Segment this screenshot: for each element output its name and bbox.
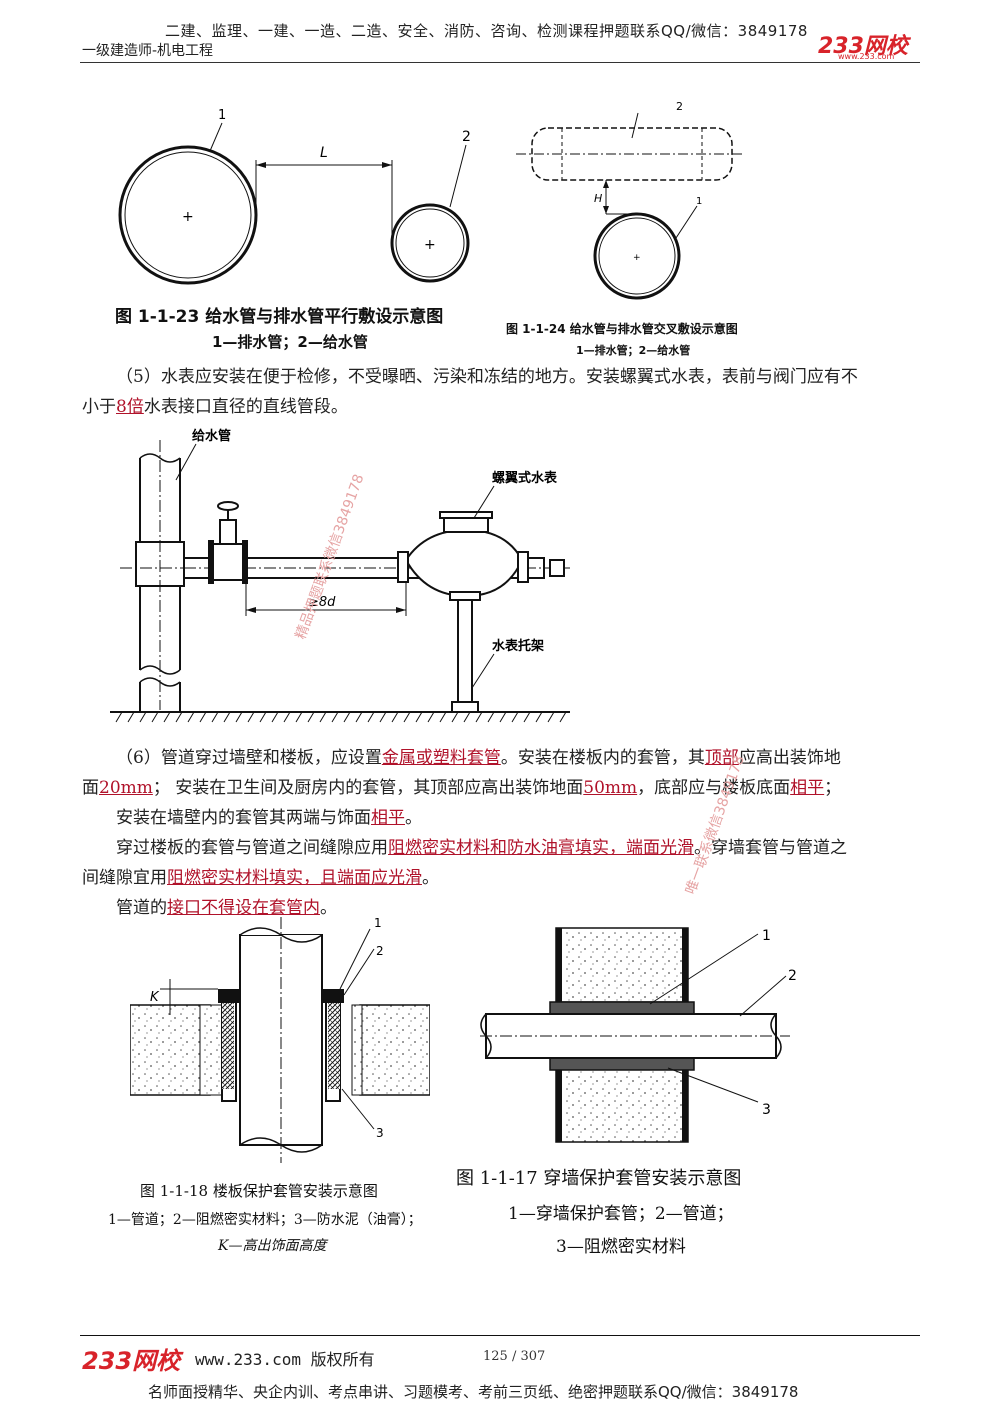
fig4-legend-2: K—高出饰面高度: [218, 1238, 327, 1254]
waterproof-mortar-right: [322, 989, 344, 1003]
svg-text:H: H: [594, 192, 602, 205]
fig4-caption: 图 1-1-18 楼板保护套管安装示意图: [140, 1182, 378, 1200]
footer-url: www.233.com 版权所有: [195, 1350, 375, 1369]
svg-text:K: K: [150, 990, 160, 1005]
svg-text:2: 2: [676, 100, 683, 113]
svg-text:+: +: [633, 253, 641, 263]
header-logo-url: www.233.com: [838, 52, 895, 61]
footer-contact-line: 名师面授精华、央企内训、考点串讲、习题模考、考前三页纸、绝密押题联系QQ/微信：…: [148, 1383, 799, 1401]
svg-text:螺翼式水表: 螺翼式水表: [492, 470, 558, 486]
fig1-legend: 1—排水管；2—给水管: [212, 333, 368, 351]
footer-rule: [80, 1335, 920, 1336]
svg-text:2: 2: [462, 129, 471, 145]
fig2-caption: 图 1-1-24 给水管与排水管交叉敷设示意图: [506, 322, 738, 336]
waterproof-mortar-left: [218, 989, 240, 1003]
svg-text:≥8d: ≥8d: [308, 595, 336, 610]
svg-text:3: 3: [762, 1102, 771, 1118]
svg-text:1: 1: [762, 928, 771, 944]
fig4-legend-1: 1—管道；2—阻燃密实材料；3—防水泥（油膏）；: [108, 1212, 422, 1228]
header-subtitle: 一级建造师-机电工程: [82, 43, 214, 59]
fig5-legend-1: 1—穿墙保护套管；2—管道；: [508, 1204, 734, 1224]
header-contact-line: 二建、监理、一建、一造、二造、安全、消防、咨询、检测课程押题联系QQ/微信：38…: [165, 22, 808, 40]
paragraph-water-meter: （5）水表应安装在便于检修，不受曝晒、污染和冻结的地方。安装螺翼式水表，表前与阀…: [82, 367, 858, 417]
svg-text:给水管: 给水管: [192, 428, 231, 444]
figure-floor-sleeve: K 1 2 3: [130, 916, 430, 1163]
footer-logo: 233网校: [82, 1347, 181, 1375]
svg-text:水表托架: 水表托架: [492, 638, 544, 654]
svg-text:+: +: [424, 237, 436, 253]
svg-text:1: 1: [696, 196, 702, 207]
figure-water-meter-install: ≥8d 给水管 螺翼式水表 水表托架: [110, 428, 570, 723]
gate-valve: [209, 543, 247, 581]
figure-parallel-pipes: + + L 1 2: [118, 108, 471, 285]
fig5-caption: 图 1-1-17 穿墙保护套管安装示意图: [456, 1168, 742, 1189]
figure-wall-sleeve: 1 2 3: [480, 927, 797, 1143]
paragraph-sleeves: （6）管道穿过墙壁和楼板，应设置金属或塑料套管。安装在楼板内的套管，其顶部应高出…: [82, 748, 847, 918]
svg-text:2: 2: [788, 968, 797, 984]
label-L: L: [320, 145, 328, 161]
wall-sleeve-top: [549, 1001, 695, 1015]
figure-crossing-pipes: 2 + H 1: [516, 100, 742, 300]
wall-sleeve-bottom: [549, 1057, 695, 1071]
svg-text:2: 2: [376, 944, 384, 958]
fig5-legend-2: 3—阻燃密实材料: [556, 1237, 686, 1257]
svg-text:3: 3: [376, 1126, 384, 1140]
svg-text:1: 1: [218, 108, 226, 123]
page-number: 125 / 307: [483, 1349, 546, 1364]
fig2-legend: 1—排水管；2—给水管: [576, 344, 691, 357]
fig1-caption: 图 1-1-23 给水管与排水管平行敷设示意图: [115, 307, 444, 327]
meter-bracket: [457, 595, 473, 707]
header-logo: 233网校: [818, 34, 908, 59]
svg-text:1: 1: [374, 916, 382, 930]
center-mark: +: [182, 209, 194, 225]
header-rule: [80, 62, 920, 63]
water-meter-body: [404, 528, 524, 598]
